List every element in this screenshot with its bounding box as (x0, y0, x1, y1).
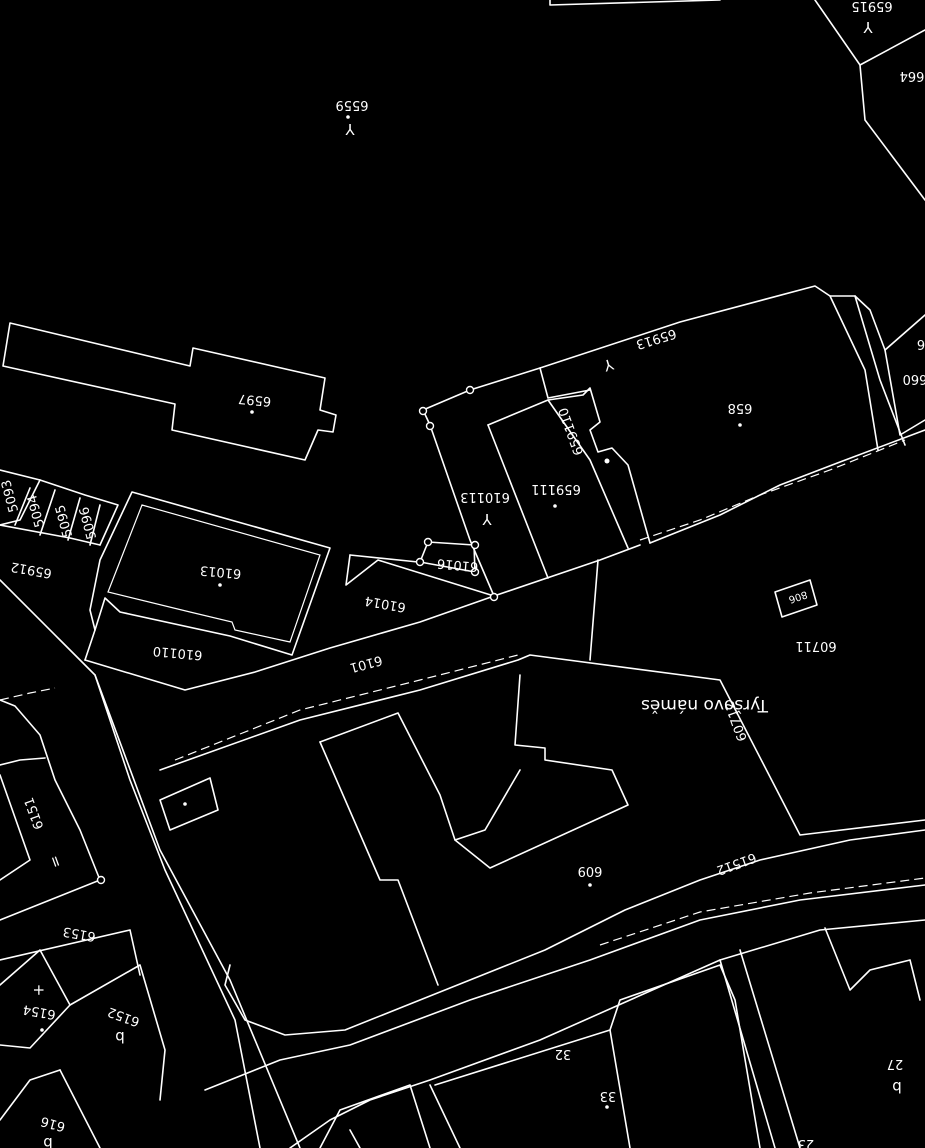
label-61014: 61014 (364, 592, 407, 614)
label-658: 658 (728, 400, 753, 415)
label-664: 664 (900, 68, 925, 83)
survey-points (96, 385, 610, 885)
parcel-centroids (40, 115, 742, 1109)
sign-b-icon: b (892, 1078, 902, 1096)
label-609: 609 (578, 863, 603, 878)
chapel-icon: Y (601, 355, 617, 375)
label-61512: 61512 (714, 849, 758, 877)
label-61013: 61013 (199, 562, 242, 581)
label-6: 6 (917, 336, 925, 351)
street-name: Tyršovo náměs (641, 695, 769, 715)
label-23: 23 (798, 1136, 815, 1148)
label-660: 660 (903, 371, 925, 386)
label-33: 33 (600, 1088, 617, 1103)
chapel-icon: Y (345, 120, 356, 138)
sign-b-icon: b (43, 1134, 53, 1148)
label-32: 32 (555, 1046, 572, 1061)
chapel-icon: Y (482, 510, 493, 528)
label-6154: 6154 (22, 1001, 57, 1022)
label-659111: 659111 (531, 481, 581, 496)
label-659110: 659110 (556, 405, 587, 457)
label-610113: 610113 (460, 489, 510, 504)
label-65915: 65915 (851, 0, 892, 13)
label-65912: 65912 (10, 558, 53, 580)
chapel-icon: Y (863, 18, 874, 36)
label-6101: 6101 (348, 652, 384, 675)
label-61016: 61016 (436, 555, 479, 574)
label-610110: 610110 (152, 643, 203, 662)
parallel-marker-icon: = (45, 853, 66, 871)
cross-marker-icon: + (30, 984, 48, 997)
label-806: 806 (787, 588, 809, 604)
label-616: 616 (39, 1113, 67, 1134)
sign-b-icon: b (115, 1028, 125, 1046)
label-6152: 6152 (106, 1004, 142, 1029)
label-27: 27 (887, 1056, 904, 1071)
label-5093: 5093 (0, 478, 22, 514)
label-6597: 6597 (238, 391, 272, 409)
building-806 (774, 579, 818, 618)
label-6151: 6151 (22, 795, 47, 831)
label-6559: 6559 (335, 97, 368, 112)
label-6153: 6153 (62, 923, 97, 944)
label-5094: 5094 (25, 493, 48, 529)
label-60711: 60711 (795, 638, 836, 653)
label-5096: 5096 (77, 505, 100, 541)
